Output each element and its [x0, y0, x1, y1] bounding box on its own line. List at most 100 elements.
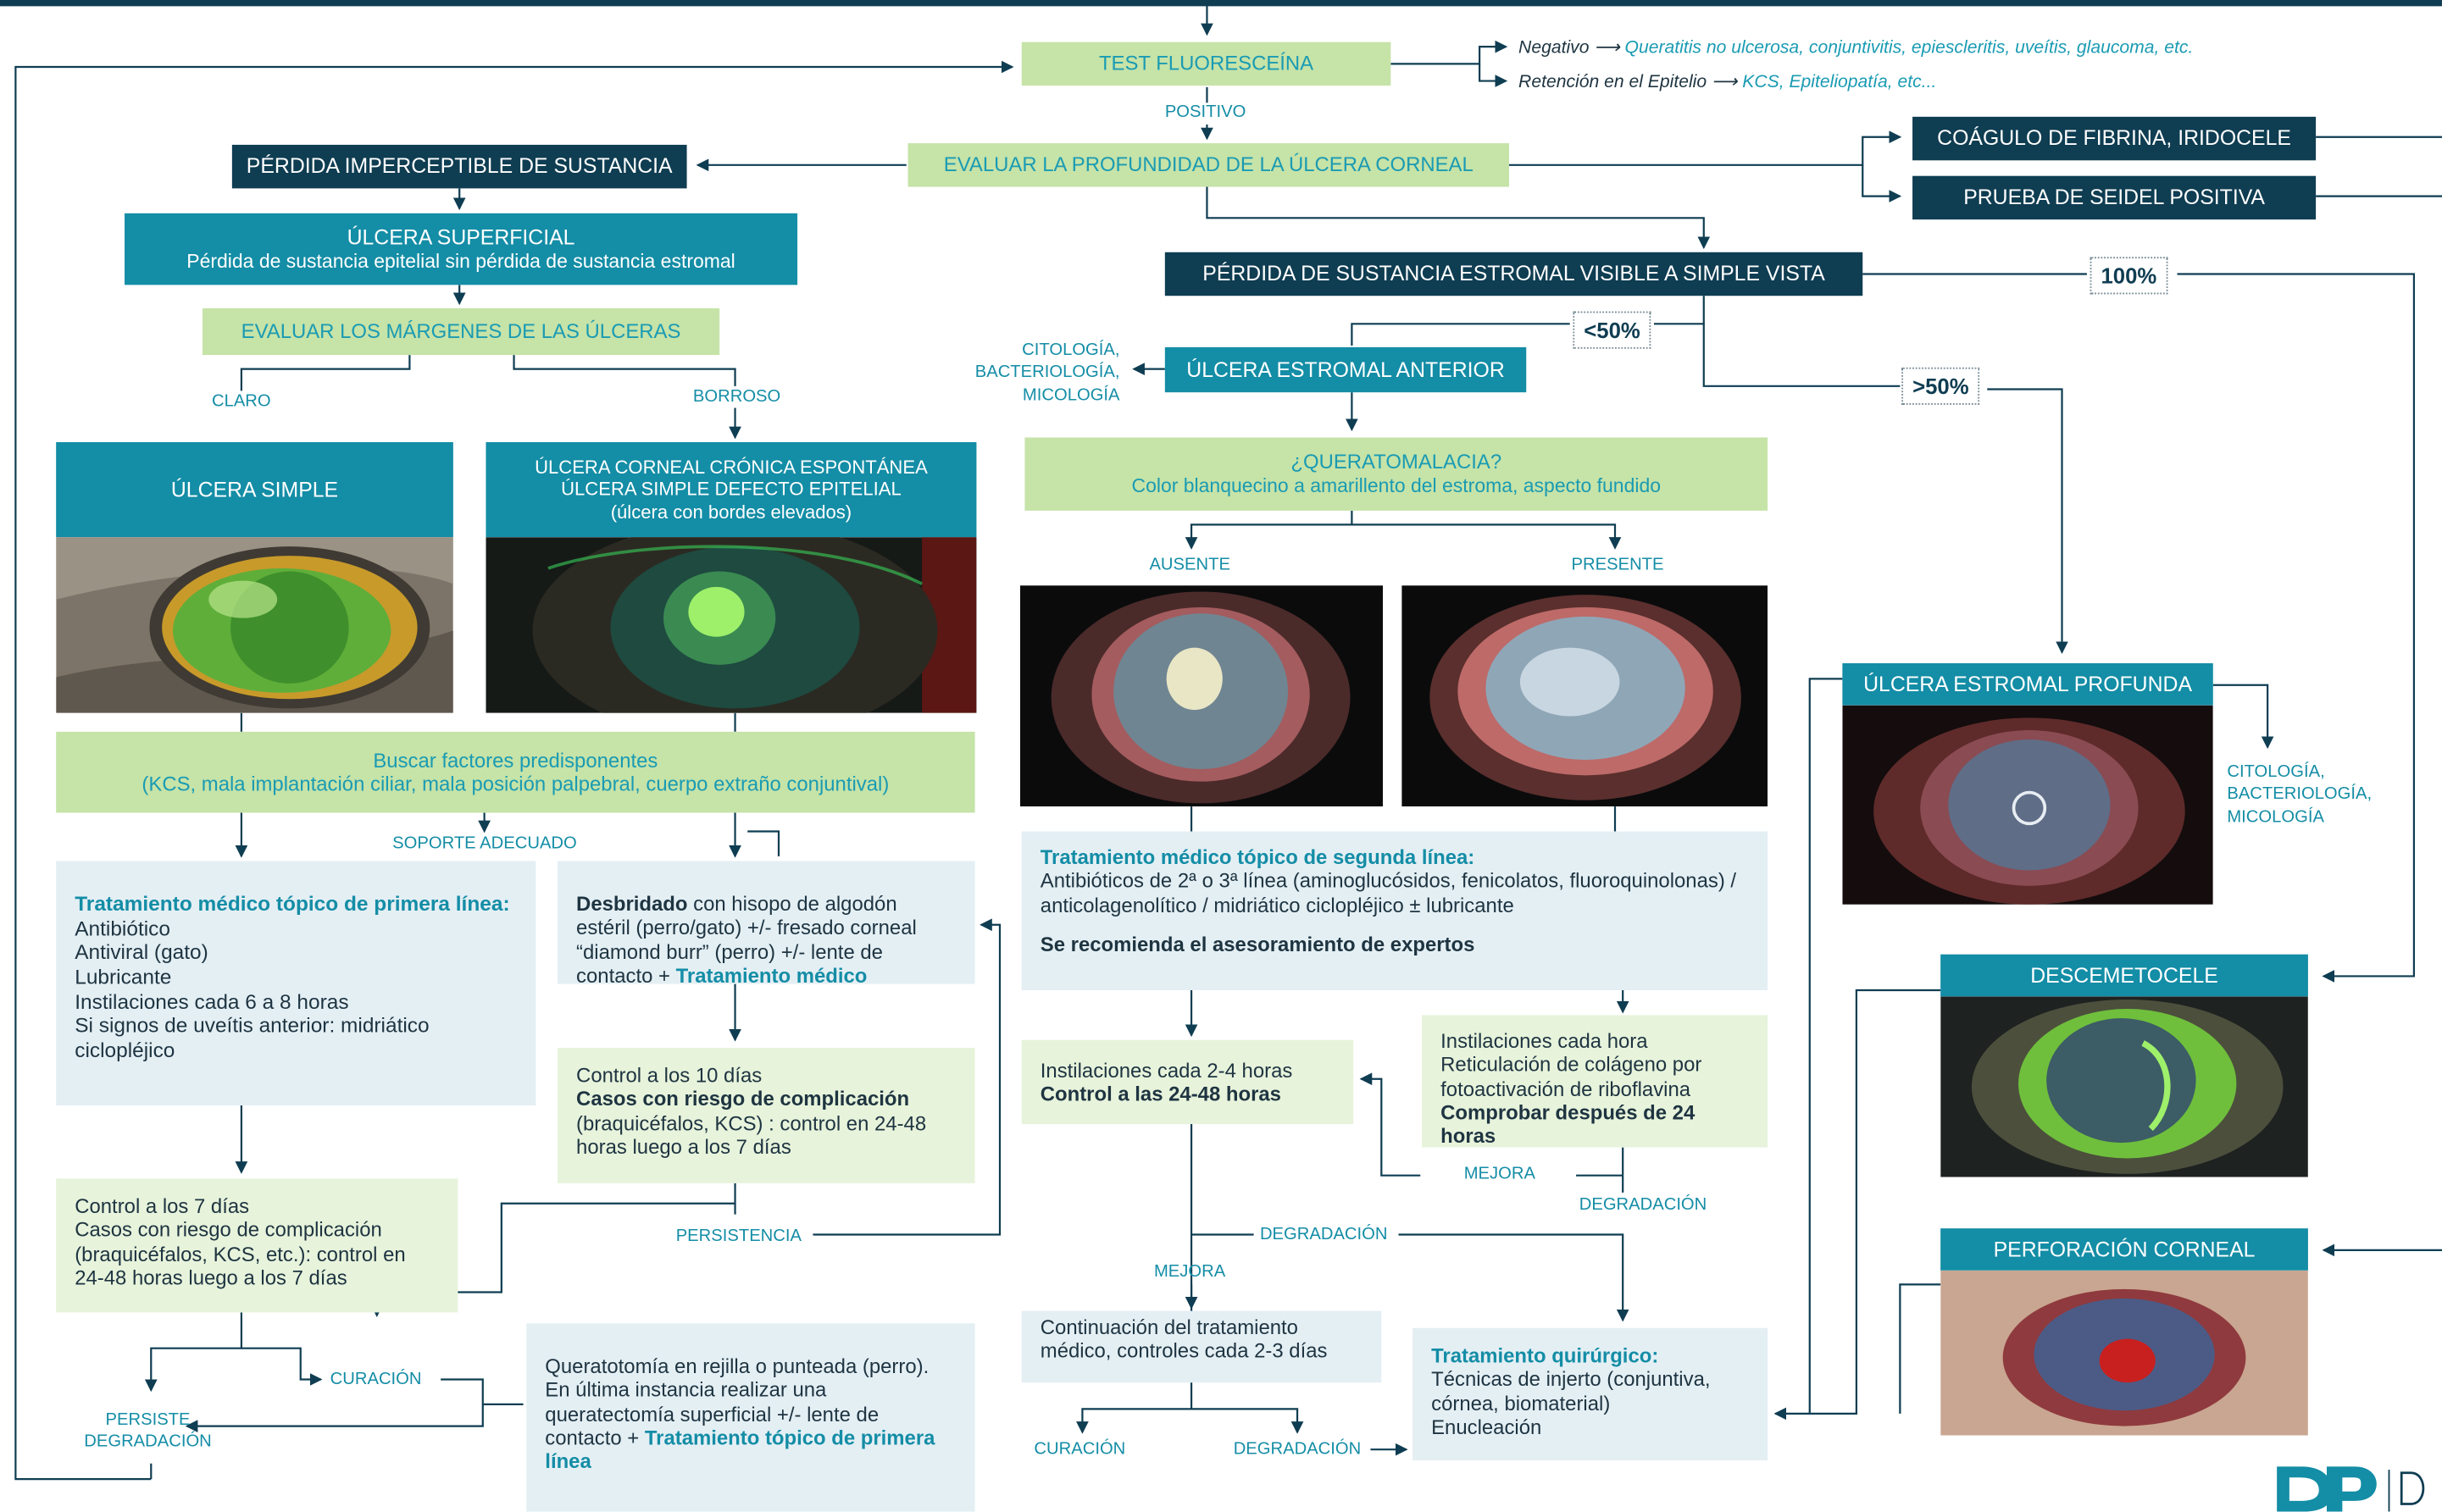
- instilaciones-2-4-box: Instilaciones cada 2-4 horas Control a l…: [1021, 1039, 1354, 1125]
- continuacion-box: Continuación del tratamiento médico, con…: [1021, 1310, 1382, 1383]
- citologia-2-line: MICOLOGÍA: [2227, 807, 2324, 827]
- ulcera-estromal-anterior-box: ÚLCERA ESTROMAL ANTERIOR: [1164, 346, 1527, 393]
- queratomalacia-presente-photo: [1401, 585, 1768, 807]
- degradacion-2-label: DEGRADACIÓN: [1259, 1225, 1388, 1244]
- ulcera-simple-box: ÚLCERA SIMPLE: [56, 441, 453, 538]
- ulcera-estromal-profunda-label: ÚLCERA ESTROMAL PROFUNDA: [1863, 672, 2193, 695]
- queratotomia-text: Queratotomía en rejilla o punteada (perr…: [545, 1354, 930, 1450]
- tratamiento-segunda-box: Tratamiento médico tópico de segunda lín…: [1021, 831, 1768, 990]
- pct-100-badge: 100%: [2090, 257, 2168, 295]
- ulcera-estromal-anterior-label: ÚLCERA ESTROMAL ANTERIOR: [1186, 357, 1505, 381]
- control-10-rest: (braquicéfalos, KCS) : control en 24-48 …: [576, 1110, 927, 1159]
- citologia-1-line: CITOLOGÍA,: [1022, 341, 1120, 360]
- evaluar-margenes-box: EVALUAR LOS MÁRGENES DE LAS ÚLCERAS: [202, 307, 720, 356]
- seidel-box: PRUEBA DE SEIDEL POSITIVA: [1912, 175, 2317, 220]
- control-10-line1: Control a los 10 días: [576, 1063, 763, 1087]
- perdida-imperceptible-label: PÉRDIDA IMPERCEPTIBLE DE SUSTANCIA: [246, 154, 673, 178]
- ulcera-superficial-title: ÚLCERA SUPERFICIAL: [347, 224, 575, 249]
- retencion-result: KCS, Epiteliopatía, etc...: [1742, 73, 1937, 92]
- negativo-result: Queratitis no ulcerosa, conjuntivitis, e…: [1624, 38, 2194, 58]
- instilaciones-hora-line2: Reticulación de colágeno por fotoactivac…: [1440, 1053, 1702, 1100]
- degradacion-1-label: DEGRADACIÓN: [1579, 1195, 1707, 1215]
- control-7-box: Control a los 7 días Casos con riesgo de…: [56, 1178, 458, 1313]
- citologia-1-line: MICOLOGÍA: [1022, 385, 1120, 405]
- tratamiento-quirurgico-heading: Tratamiento quirúrgico:: [1431, 1343, 1659, 1367]
- ulcera-superficial-box: ÚLCERA SUPERFICIAL Pérdida de sustancia …: [125, 213, 798, 285]
- tratamiento-segunda-expert: Se recomienda el asesoramiento de expert…: [1040, 932, 1475, 956]
- ulcera-simple-photo: [56, 537, 453, 713]
- perforacion-label: PERFORACIÓN CORNEAL: [1993, 1237, 2256, 1260]
- control-7-line: Control a los 7 días: [75, 1194, 250, 1218]
- perdida-estromal-label: PÉRDIDA DE SUSTANCIA ESTROMAL VISIBLE A …: [1202, 261, 1825, 285]
- ulcera-cronica-line: (úlcera con bordes elevados): [610, 501, 852, 523]
- test-fluoresceina-label: TEST FLUORESCEÍNA: [1098, 52, 1314, 75]
- queratomalacia-box: ¿QUERATOMALACIA? Color blanquecino a ama…: [1024, 437, 1768, 511]
- buscar-factores-box: Buscar factores predisponentes (KCS, mal…: [56, 731, 975, 813]
- tratamiento-primera-line: Si signos de uveítis anterior: midriátic…: [75, 1014, 430, 1062]
- mejora-1-label: MEJORA: [1463, 1164, 1535, 1183]
- negativo-label: Negativo: [1518, 38, 1590, 58]
- queratotomia-box: Queratotomía en rejilla o punteada (perr…: [526, 1323, 975, 1512]
- persiste-degradacion-label: PERSISTE DEGRADACIÓN: [84, 1409, 212, 1454]
- desbridado-text: con hisopo de algodón estéril (perro/gat…: [576, 892, 917, 988]
- presente-label: PRESENTE: [1571, 556, 1664, 575]
- degradacion-3-label: DEGRADACIÓN: [1233, 1440, 1362, 1459]
- instilaciones-hora-box: Instilaciones cada hora Reticulación de …: [1422, 1015, 1768, 1149]
- control-10-bold: Casos con riesgo de complicación: [576, 1087, 910, 1111]
- evaluar-profundidad-label: EVALUAR LA PROFUNDIDAD DE LA ÚLCERA CORN…: [943, 152, 1474, 177]
- tratamiento-segunda-heading: Tratamiento médico tópico de segunda lín…: [1040, 845, 1475, 869]
- persiste-line: PERSISTE: [105, 1410, 191, 1430]
- citologia-2-line: BACTERIOLOGÍA,: [2227, 784, 2373, 804]
- coagulo-label: COÁGULO DE FIBRINA, IRIDOCELE: [1937, 125, 2291, 150]
- perdida-imperceptible-box: PÉRDIDA IMPERCEPTIBLE DE SUSTANCIA: [231, 144, 687, 189]
- negativo-line: Negativo ⟶ Queratitis no ulcerosa, conju…: [1518, 38, 2194, 58]
- tratamiento-primera-heading: Tratamiento médico tópico de primera lín…: [75, 892, 510, 916]
- evaluar-margenes-label: EVALUAR LOS MÁRGENES DE LAS ÚLCERAS: [241, 319, 681, 343]
- instilaciones-hora-bold: Comprobar después de 24 horas: [1440, 1100, 1696, 1149]
- queratomalacia-ausente-photo: [1019, 585, 1384, 807]
- desbridado-bold: Desbridado: [576, 892, 688, 916]
- claro-label: CLARO: [211, 392, 271, 412]
- citologia-1-line: BACTERIOLOGÍA,: [974, 363, 1120, 382]
- queratomalacia-subtitle: Color blanquecino a amarillento del estr…: [1131, 474, 1662, 496]
- tratamiento-primera-line: Antibiótico: [75, 917, 171, 940]
- ulcera-estromal-profunda-photo: [1842, 705, 2213, 905]
- desbridado-link: Tratamiento médico: [675, 963, 868, 988]
- ulcera-cronica-line: ÚLCERA CORNEAL CRÓNICA ESPONTÁNEA: [535, 457, 928, 479]
- persistencia-label: PERSISTENCIA: [675, 1227, 802, 1246]
- descemetocele-label: DESCEMETOCELE: [2030, 962, 2218, 987]
- pct-gt50-badge: >50%: [1901, 367, 1980, 405]
- citologia-1: CITOLOGÍA, BACTERIOLOGÍA, MICOLOGÍA: [975, 340, 1120, 407]
- tratamiento-primera-box: Tratamiento médico tópico de primera lín…: [56, 861, 536, 1105]
- descemetocele-photo: [1940, 996, 2308, 1177]
- instilaciones-hora-line1: Instilaciones cada hora: [1440, 1028, 1648, 1053]
- tratamiento-primera-line: Instilaciones cada 6 a 8 horas: [75, 989, 349, 1014]
- ulcera-simple-label: ÚLCERA SIMPLE: [170, 477, 339, 501]
- curacion-1-label: CURACIÓN: [330, 1370, 422, 1389]
- descemetocele-box: DESCEMETOCELE: [1940, 954, 2308, 997]
- tratamiento-primera-line: Lubricante: [75, 965, 172, 989]
- borroso-label: BORROSO: [692, 387, 781, 407]
- degradacion-line: DEGRADACIÓN: [84, 1432, 212, 1452]
- ulcera-superficial-subtitle: Pérdida de sustancia epitelial sin pérdi…: [186, 250, 735, 272]
- continuacion-text: Continuación del tratamiento médico, con…: [1040, 1315, 1328, 1363]
- test-fluoresceina-box: TEST FLUORESCEÍNA: [1021, 42, 1391, 86]
- ulcera-cronica-box: ÚLCERA CORNEAL CRÓNICA ESPONTÁNEA ÚLCERA…: [486, 441, 977, 538]
- tratamiento-quirurgico-line: Técnicas de injerto (conjuntiva, córnea,…: [1431, 1367, 1711, 1415]
- mejora-2-label: MEJORA: [1153, 1262, 1226, 1282]
- pct-lt50-badge: <50%: [1573, 311, 1651, 349]
- desbridado-box: Desbridado con hisopo de algodón estéril…: [558, 861, 975, 987]
- tratamiento-quirurgico-line: Enucleación: [1431, 1415, 1542, 1439]
- citologia-2-line: CITOLOGÍA,: [2227, 762, 2325, 782]
- positivo-label: POSITIVO: [1164, 102, 1246, 122]
- buscar-factores-subtitle: (KCS, mala implantación ciliar, mala pos…: [142, 772, 890, 796]
- ausente-label: AUSENTE: [1149, 556, 1230, 575]
- dp-logo: [2273, 1464, 2442, 1512]
- ulcera-cronica-photo: [486, 537, 977, 713]
- instilaciones-2-4-bold: Control a las 24-48 horas: [1040, 1082, 1281, 1105]
- perforacion-box: PERFORACIÓN CORNEAL: [1940, 1228, 2308, 1271]
- seidel-label: PRUEBA DE SEIDEL POSITIVA: [1963, 185, 2265, 209]
- tratamiento-primera-line: Antiviral (gato): [75, 940, 208, 965]
